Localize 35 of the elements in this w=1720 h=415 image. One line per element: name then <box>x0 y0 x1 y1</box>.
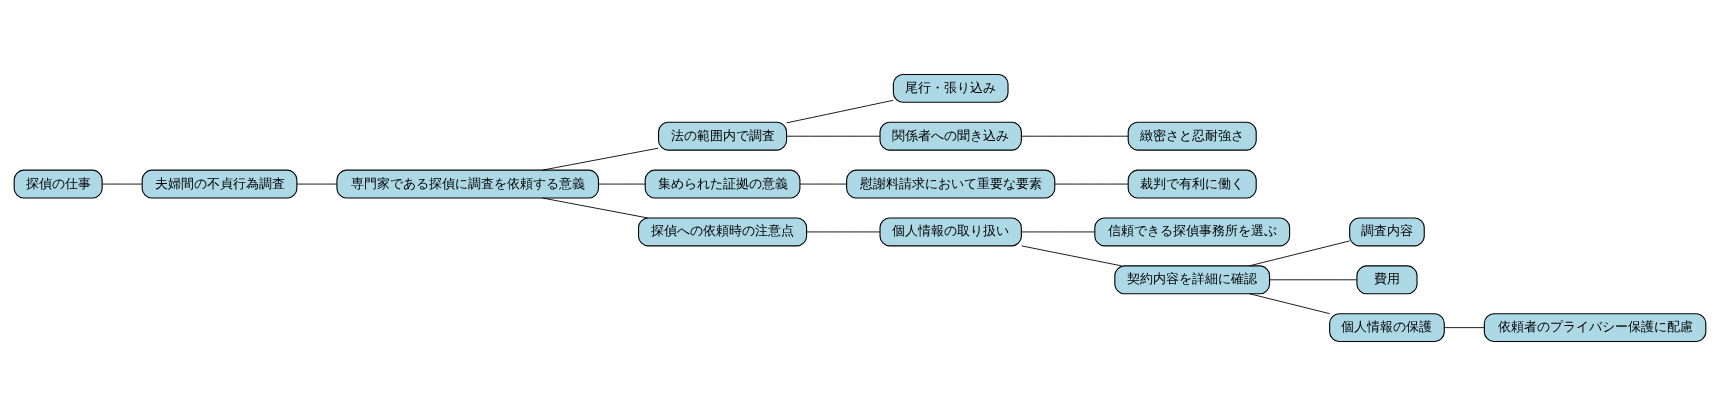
node-box: 信頼できる探偵事務所を選ぶ <box>1094 216 1291 246</box>
connector <box>1021 135 1129 137</box>
connector <box>542 147 659 171</box>
connector <box>296 183 338 184</box>
node-box: 調査内容 <box>1349 216 1425 246</box>
connector <box>1054 183 1129 184</box>
connector <box>1269 278 1357 280</box>
node-box: 個人情報の取り扱い <box>879 216 1022 246</box>
connector <box>1443 326 1485 328</box>
node-box: 探偵の仕事 <box>13 169 103 199</box>
node-box: 夫婦間の不貞行為調査 <box>141 169 298 199</box>
connector <box>786 99 894 123</box>
node-box: 法の範囲内で調査 <box>658 121 788 151</box>
connector <box>1249 292 1330 314</box>
connector <box>806 231 881 232</box>
connector <box>1021 231 1095 232</box>
node-box: 契約内容を詳細に確認 <box>1114 264 1271 294</box>
node-box: 依頼者のプライバシー保護に配慮 <box>1483 312 1707 342</box>
node-box: 探偵への依頼時の注意点 <box>637 216 808 246</box>
connector <box>1249 240 1351 266</box>
connector <box>1021 244 1122 266</box>
node-box: 裁判で有利に働く <box>1127 169 1257 199</box>
connector <box>799 183 847 184</box>
node-box: 緻密さと忍耐強さ <box>1127 121 1257 151</box>
node-box: 関係者への聞き込み <box>879 121 1022 151</box>
node-box: 専門家である探偵に調査を依頼する意義 <box>336 169 600 199</box>
node-box: 尾行・張り込み <box>892 73 1009 103</box>
node-box: 慰謝料請求において重要な要素 <box>846 169 1056 199</box>
connector <box>786 135 881 137</box>
node-box: 個人情報の保護 <box>1329 312 1445 342</box>
connector <box>101 183 143 184</box>
connector <box>598 183 646 184</box>
connector <box>542 197 649 218</box>
node-box: 費用 <box>1356 264 1418 294</box>
node-box: 集められた証拠の意義 <box>644 169 801 199</box>
